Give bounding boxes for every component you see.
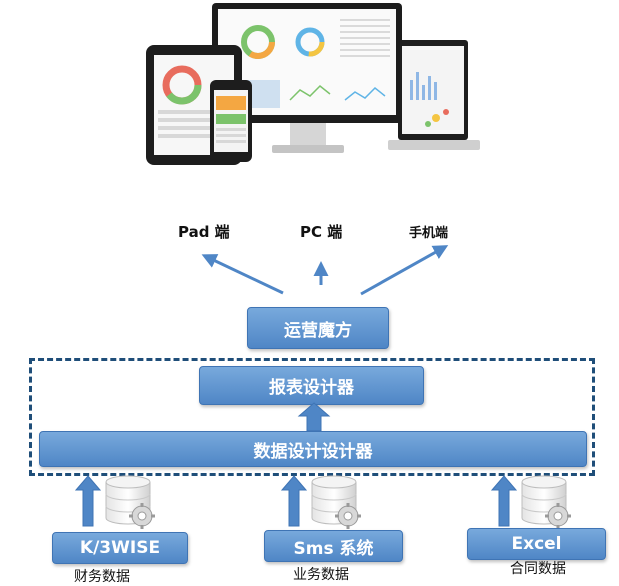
monitor-icon (212, 3, 402, 153)
source-graphics (75, 474, 573, 531)
phone-icon (210, 80, 252, 162)
report-designer-label: 报表设计器 (269, 378, 354, 398)
data-designer-label: 数据设计设计器 (253, 441, 373, 462)
platform-label-pad: Pad 端 (178, 223, 230, 241)
magic-label: 运营魔方 (284, 320, 352, 341)
source-label-excel: Excel (511, 534, 562, 554)
arrow-to-pad (201, 254, 284, 295)
arrow-to-mobile (360, 245, 449, 296)
arrow-up-sms (281, 475, 307, 527)
arrow-up-excel (491, 475, 517, 527)
source-box-k3wise: K/3WISE (52, 532, 188, 564)
designer-group-border (29, 358, 595, 476)
devices-illustration (146, 3, 480, 165)
arrow-data-to-report (297, 402, 331, 432)
source-caption-sms: 业务数据 (293, 567, 349, 583)
output-arrows (201, 245, 449, 296)
source-box-sms: Sms 系统 (264, 530, 403, 562)
platform-label-mobile: 手机端 (409, 226, 449, 241)
platform-label-pc: PC 端 (300, 223, 343, 241)
source-caption-k3wise: 财务数据 (74, 569, 130, 585)
data-designer-box: 数据设计设计器 (39, 431, 587, 467)
source-box-excel: Excel (467, 528, 606, 560)
database-icon-k3wise (104, 474, 157, 531)
source-label-sms: Sms 系统 (293, 538, 374, 559)
laptop-icon (388, 40, 480, 150)
database-icon-sms (310, 474, 363, 531)
arrow-up-k3wise (75, 475, 101, 527)
source-caption-excel: 合同数据 (510, 561, 566, 577)
database-icon-excel (520, 474, 573, 531)
source-label-k3wise: K/3WISE (79, 538, 161, 558)
report-designer-box: 报表设计器 (199, 366, 424, 405)
magic-box: 运营魔方 (247, 307, 389, 349)
